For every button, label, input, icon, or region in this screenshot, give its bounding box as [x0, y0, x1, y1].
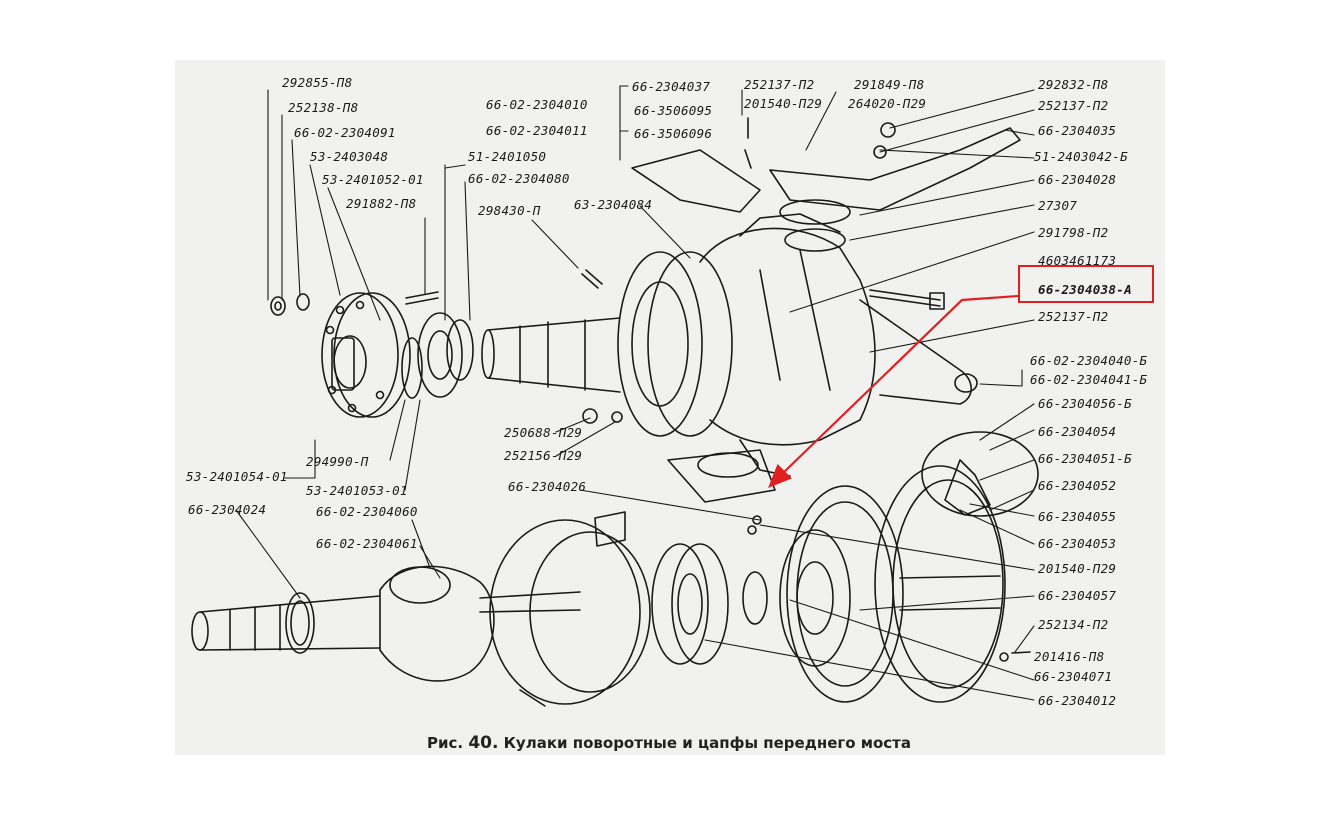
part-label: 292832-П8 — [1038, 77, 1109, 92]
part-label: 252137-П2 — [1038, 98, 1109, 113]
part-label: 4603461173 — [1038, 253, 1117, 268]
part-label: 66-2304071 — [1034, 669, 1113, 684]
part-label: 66-2304024 — [188, 502, 267, 517]
caption-prefix: Рис. — [426, 734, 464, 752]
highlight-box — [1018, 265, 1154, 303]
part-label: 66-02-2304060 — [316, 504, 418, 519]
steering-knuckle-housing — [699, 213, 978, 477]
lower-cap-part — [582, 408, 776, 535]
part-label: 66-2304055 — [1038, 509, 1117, 524]
part-label: 66-02-2304040-Б — [1030, 353, 1148, 368]
part-label: 66-02-2304061 — [316, 536, 418, 551]
part-label: 51-2403042-Б — [1034, 149, 1128, 164]
axle-shaft-part — [191, 565, 581, 682]
part-label: 27307 — [1038, 198, 1078, 213]
part-label: 66-02-2304041-Б — [1030, 372, 1148, 387]
steering-lever-part — [631, 117, 1021, 310]
part-label: 201540-П29 — [744, 96, 823, 111]
highlight-arrow — [768, 294, 1019, 488]
part-label: 252137-П2 — [744, 77, 815, 92]
part-label: 298430-П — [478, 203, 541, 218]
part-label: 66-2304026 — [508, 479, 587, 494]
part-label: 66-2304052 — [1038, 478, 1117, 493]
part-label: 53-2401052-01 — [322, 172, 424, 187]
part-label: 66-2304037 — [632, 79, 711, 94]
part-label: 291882-П8 — [346, 196, 417, 211]
part-label: 66-02-2304010 — [486, 97, 588, 112]
figure-caption: Рис. 40. Кулаки поворотные и цапфы перед… — [0, 733, 1338, 753]
part-label: 66-2304057 — [1038, 588, 1117, 603]
part-label: 53-2401053-01 — [306, 483, 408, 498]
pivot-housing-part — [489, 511, 729, 707]
part-label: 252138-П8 — [288, 100, 359, 115]
part-label: 66-02-2304080 — [468, 171, 570, 186]
part-label: 252137-П2 — [1038, 309, 1109, 324]
part-label: 66-2304053 — [1038, 536, 1117, 551]
part-label: 66-2304051-Б — [1038, 451, 1132, 466]
part-label: 66-3506096 — [634, 126, 713, 141]
part-label: 63-2304084 — [574, 197, 653, 212]
caption-title: Кулаки поворотные и цапфы переднего мост… — [503, 734, 912, 752]
part-label: 201416-П8 — [1034, 649, 1105, 664]
part-label: 66-3506095 — [634, 103, 713, 118]
part-label: 252156-П29 — [504, 448, 583, 463]
part-label: 292855-П8 — [282, 75, 353, 90]
part-label: 66-2304056-Б — [1038, 396, 1132, 411]
part-label: 51-2401050 — [468, 149, 547, 164]
part-label: 53-2401054-01 — [186, 469, 288, 484]
part-label: 66-02-2304011 — [486, 123, 588, 138]
part-label: 66-2304054 — [1038, 424, 1117, 439]
part-label: 294990-П — [306, 454, 369, 469]
caption-number: 40. — [468, 733, 499, 753]
part-label: 291849-П8 — [854, 77, 925, 92]
part-label: 250688-П29 — [504, 425, 583, 440]
part-label: 66-02-2304091 — [294, 125, 396, 140]
part-label: 201540-П29 — [1038, 561, 1117, 576]
gasket-and-cover-parts — [742, 431, 1039, 703]
part-label: 66-2304028 — [1038, 172, 1117, 187]
part-label: 66-2304035 — [1038, 123, 1117, 138]
spindle-part — [481, 251, 733, 437]
highlighted-part-label: 66-2304038-А — [1038, 282, 1132, 297]
drive-flange-part — [270, 291, 474, 418]
part-label: 66-2304012 — [1038, 693, 1117, 708]
leader-lines — [235, 85, 1035, 701]
part-label: 264020-П29 — [848, 96, 927, 111]
part-label: 252134-П2 — [1038, 617, 1109, 632]
part-label: 53-2403048 — [310, 149, 389, 164]
part-label: 291798-П2 — [1038, 225, 1109, 240]
